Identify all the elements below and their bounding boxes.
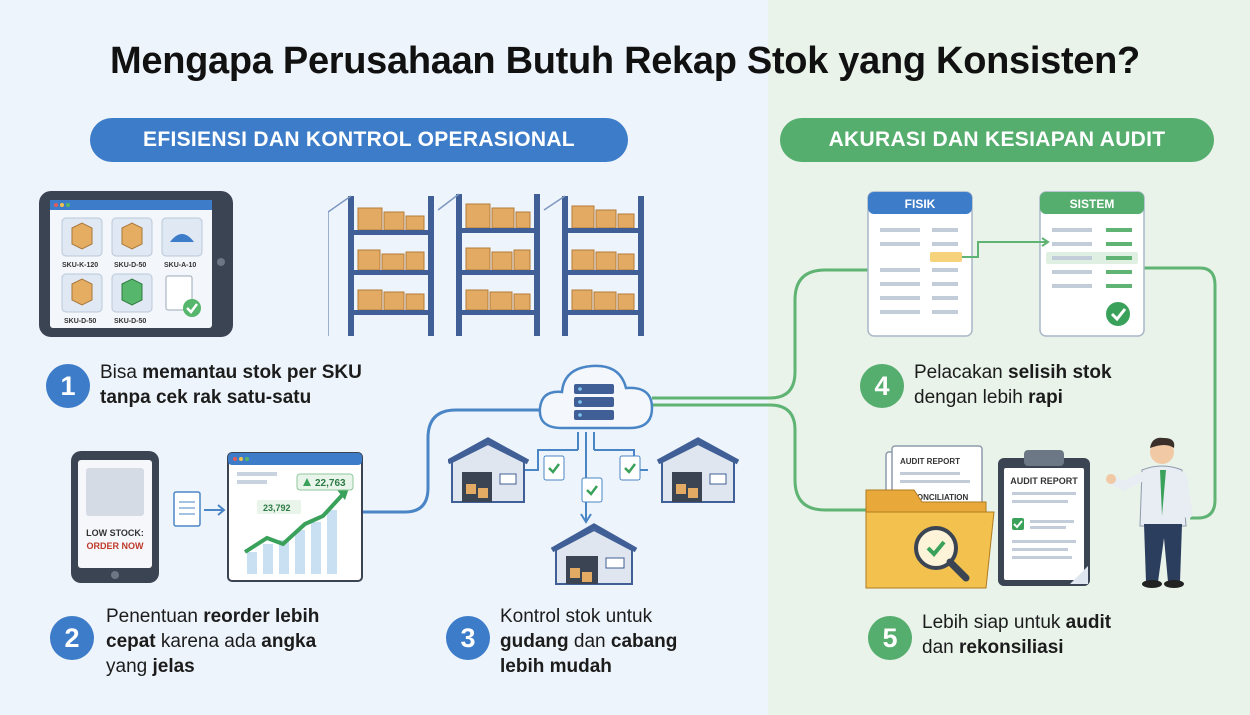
sku-label-1: SKU-K-120	[62, 262, 98, 269]
stock-comparison-icon: FISIK SISTEM	[867, 191, 1145, 337]
tablet-sku-icon: SKU-K-120 SKU-D-50 SKU-A-10 SKU-D-50 SKU…	[39, 191, 233, 337]
section-pill-efficiency: EFISIENSI DAN KONTROL OPERASIONAL	[90, 118, 628, 162]
audit-documents-icon: AUDIT REPORT RECONCILIATION AUDIT REPORT	[865, 445, 1090, 589]
phone-low-stock-icon: LOW STOCK: ORDER NOW	[71, 451, 159, 583]
cloud-server-icon	[538, 364, 654, 430]
branch-distribution-icon	[448, 432, 740, 585]
low-stock-text: LOW STOCK:	[86, 528, 144, 538]
growth-chart-window-icon: 22,763 23,792	[227, 452, 363, 582]
chart-value-mid: 23,792	[263, 503, 291, 513]
point-1-text: Bisa memantau stok per SKU tanpa cek rak…	[100, 362, 362, 408]
step-number-4: 4	[860, 364, 904, 408]
reconciliation-text: RECONCILIATION	[900, 493, 969, 502]
sistem-header: SISTEM	[1070, 197, 1115, 211]
clipboard-audit-report: AUDIT REPORT	[1010, 476, 1078, 486]
sku-label-3: SKU-A-10	[164, 262, 196, 269]
warehouse-shelves-icon	[328, 193, 644, 336]
audit-report-doc-title: AUDIT REPORT	[900, 457, 960, 466]
point-2-text: Penentuan reorder lebih cepat karena ada…	[106, 606, 320, 677]
point-5-text: Lebih siap untuk audit dan rekonsiliasi	[922, 612, 1112, 658]
sku-label-2: SKU-D-50	[114, 262, 146, 269]
point-4-text: Pelacakan selisih stok dengan lebih rapi	[914, 362, 1112, 408]
page-title: Mengapa Perusahaan Butuh Rekap Stok yang…	[110, 40, 1140, 82]
step-number-3: 3	[446, 616, 490, 660]
auditor-person-icon	[1106, 437, 1193, 588]
order-now-text: ORDER NOW	[87, 541, 145, 551]
sku-label-4: SKU-D-50	[64, 318, 96, 325]
point-3-text: Kontrol stok untuk gudang dan cabang leb…	[500, 606, 678, 677]
section-pill-audit: AKURASI DAN KESIAPAN AUDIT	[780, 118, 1214, 162]
step-number-2: 2	[50, 616, 94, 660]
document-arrow-icon	[173, 491, 226, 527]
sku-label-5: SKU-D-50	[114, 318, 146, 325]
chart-value-top: 22,763	[315, 478, 346, 489]
step-number-1: 1	[46, 364, 90, 408]
step-number-5: 5	[868, 616, 912, 660]
fisik-header: FISIK	[905, 197, 936, 211]
